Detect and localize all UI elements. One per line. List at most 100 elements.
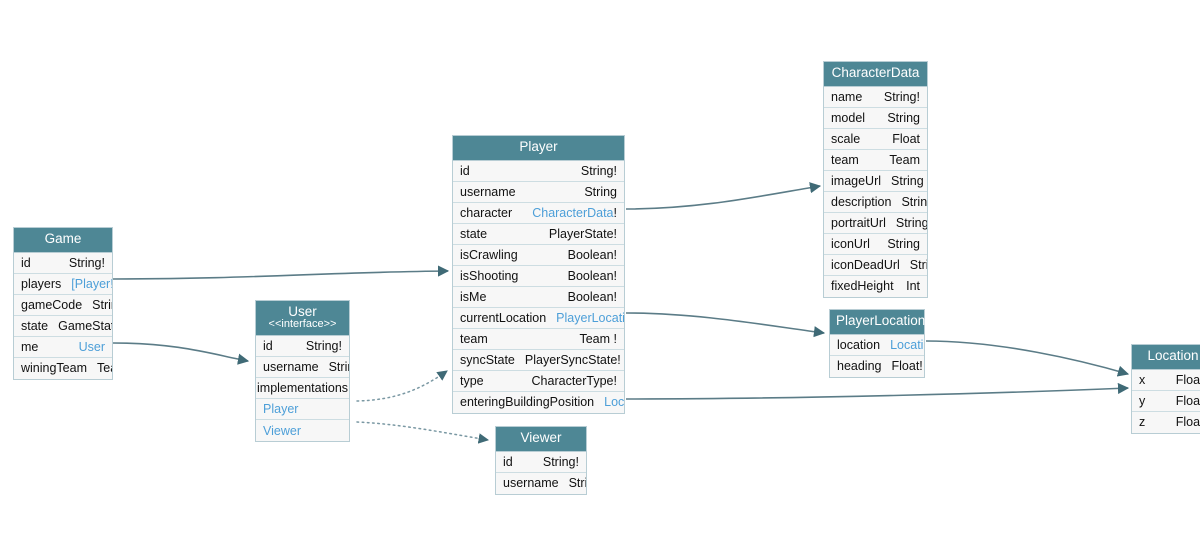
table-row[interactable]: fixedHeight Int [824,275,927,297]
entity-playerlocation-header: PlayerLocation [830,310,925,335]
table-row[interactable]: x Float! [1132,369,1200,391]
table-row[interactable]: isMe Boolean! [453,286,624,308]
table-row[interactable]: description String [824,191,927,213]
field-type-link[interactable]: Location [604,395,624,410]
non-null-marker: ! [613,205,617,220]
table-row[interactable]: team Team ! [453,328,624,350]
entity-player-title: Player [519,139,558,154]
field-type: Int [906,279,920,294]
edge-game-players-to-player [112,265,450,280]
field-name: y [1139,393,1146,408]
implementation-link-player[interactable]: Player [263,402,299,417]
entity-game-title: Game [44,231,82,246]
field-name: team [460,331,488,346]
field-type-link[interactable]: User [78,339,105,354]
edge-playerlocation-location-to-location [925,340,1130,377]
table-row[interactable]: id String! [453,160,624,182]
entity-player-header: Player [453,136,624,161]
field-name: model [831,110,866,125]
table-row[interactable]: me User [14,336,112,358]
table-row[interactable]: team Team [824,149,927,171]
table-row[interactable]: scale Float [824,128,927,150]
table-row[interactable]: isShooting Boolean! [453,265,624,287]
table-row[interactable]: heading Float! [830,355,924,377]
field-type-link[interactable]: CharacterData [532,205,614,220]
field-type: String! [883,89,920,104]
table-row[interactable]: players [Player!] [14,273,112,295]
entity-viewer[interactable]: Viewer id String! username String [495,426,587,495]
table-row[interactable]: state PlayerState! [453,223,624,245]
table-row[interactable]: id String! [496,451,586,473]
field-name: currentLocation [460,310,547,325]
table-row[interactable]: Player [256,399,349,421]
field-type-link[interactable]: [Player!] [71,276,112,291]
entity-location-title: Location [1147,348,1199,363]
field-name: team [831,152,859,167]
field-type: String! [580,163,617,178]
entity-user[interactable]: User <<interface>> id String! username S… [255,300,350,443]
table-row[interactable]: y Float! [1132,390,1200,412]
implementation-link-viewer[interactable]: Viewer [263,423,301,438]
edge-player-character-to-characterdata [625,182,822,210]
field-name: id [503,454,513,469]
field-name: imageUrl [831,173,882,188]
table-row[interactable]: imageUrl String [824,170,927,192]
table-row[interactable]: model String [824,107,927,129]
table-row[interactable]: id String! [14,252,112,274]
table-row[interactable]: username String [496,472,586,494]
table-row[interactable]: name String! [824,86,927,108]
field-type: String! [92,297,112,312]
entity-player[interactable]: Player id String! username String charac… [452,135,625,414]
table-row[interactable]: username String [453,181,624,203]
entity-characterdata-header: CharacterData [824,62,927,87]
field-name: players [21,276,62,291]
field-name: username [503,476,559,491]
field-type: CharacterData! [532,206,617,220]
table-row[interactable]: isCrawling Boolean! [453,244,624,266]
field-type: String [909,257,927,272]
edge-user-implements-player [356,370,448,402]
field-type: Boolean! [567,289,617,304]
field-name: heading [837,359,882,374]
entity-characterdata-title: CharacterData [831,65,920,80]
field-name: scale [831,131,861,146]
field-name: x [1139,372,1146,387]
table-row[interactable]: gameCode String! [14,294,112,316]
table-row[interactable]: character CharacterData! [453,202,624,224]
table-row[interactable]: portraitUrl String [824,212,927,234]
table-row[interactable]: Viewer [256,420,349,442]
field-type: Team [889,152,920,167]
table-row[interactable]: enteringBuildingPosition Location [453,391,624,413]
table-row[interactable]: z Float! [1132,411,1200,433]
entity-location-header: Location [1132,345,1200,370]
table-row[interactable]: winingTeam Team [14,357,112,379]
field-type-link[interactable]: PlayerLocation [556,310,624,325]
table-row[interactable]: iconUrl String [824,233,927,255]
field-type: Float [892,131,920,146]
table-row[interactable]: type CharacterType! [453,370,624,392]
table-row[interactable]: iconDeadUrl String [824,254,927,276]
field-type: String [328,360,349,375]
table-row[interactable]: location Location! [830,334,924,356]
field-name: character [460,205,513,220]
entity-user-title: User [288,304,317,319]
entity-location[interactable]: Location x Float! y Float! z Float! [1131,344,1200,434]
field-name: isShooting [460,268,519,283]
table-row[interactable]: state GameState! [14,315,112,337]
entity-game[interactable]: Game id String! players [Player!] gameCo… [13,227,113,380]
field-type: PlayerLocation! [556,311,624,325]
table-row[interactable]: username String [256,357,349,379]
entity-game-header: Game [14,228,112,253]
entity-playerlocation[interactable]: PlayerLocation location Location! headin… [829,309,925,378]
entity-viewer-title: Viewer [520,430,562,445]
field-type: Float! [1175,393,1200,408]
implementations-label: implementations [257,381,349,396]
field-type-link[interactable]: Location! [890,337,924,352]
table-row[interactable]: syncState PlayerSyncState! [453,349,624,371]
field-type: String [895,215,927,230]
field-type: String [584,184,617,199]
field-type: Boolean! [567,268,617,283]
table-row[interactable]: currentLocation PlayerLocation! [453,307,624,329]
entity-characterdata[interactable]: CharacterData name String! model String … [823,61,928,298]
table-row[interactable]: id String! [256,336,349,358]
